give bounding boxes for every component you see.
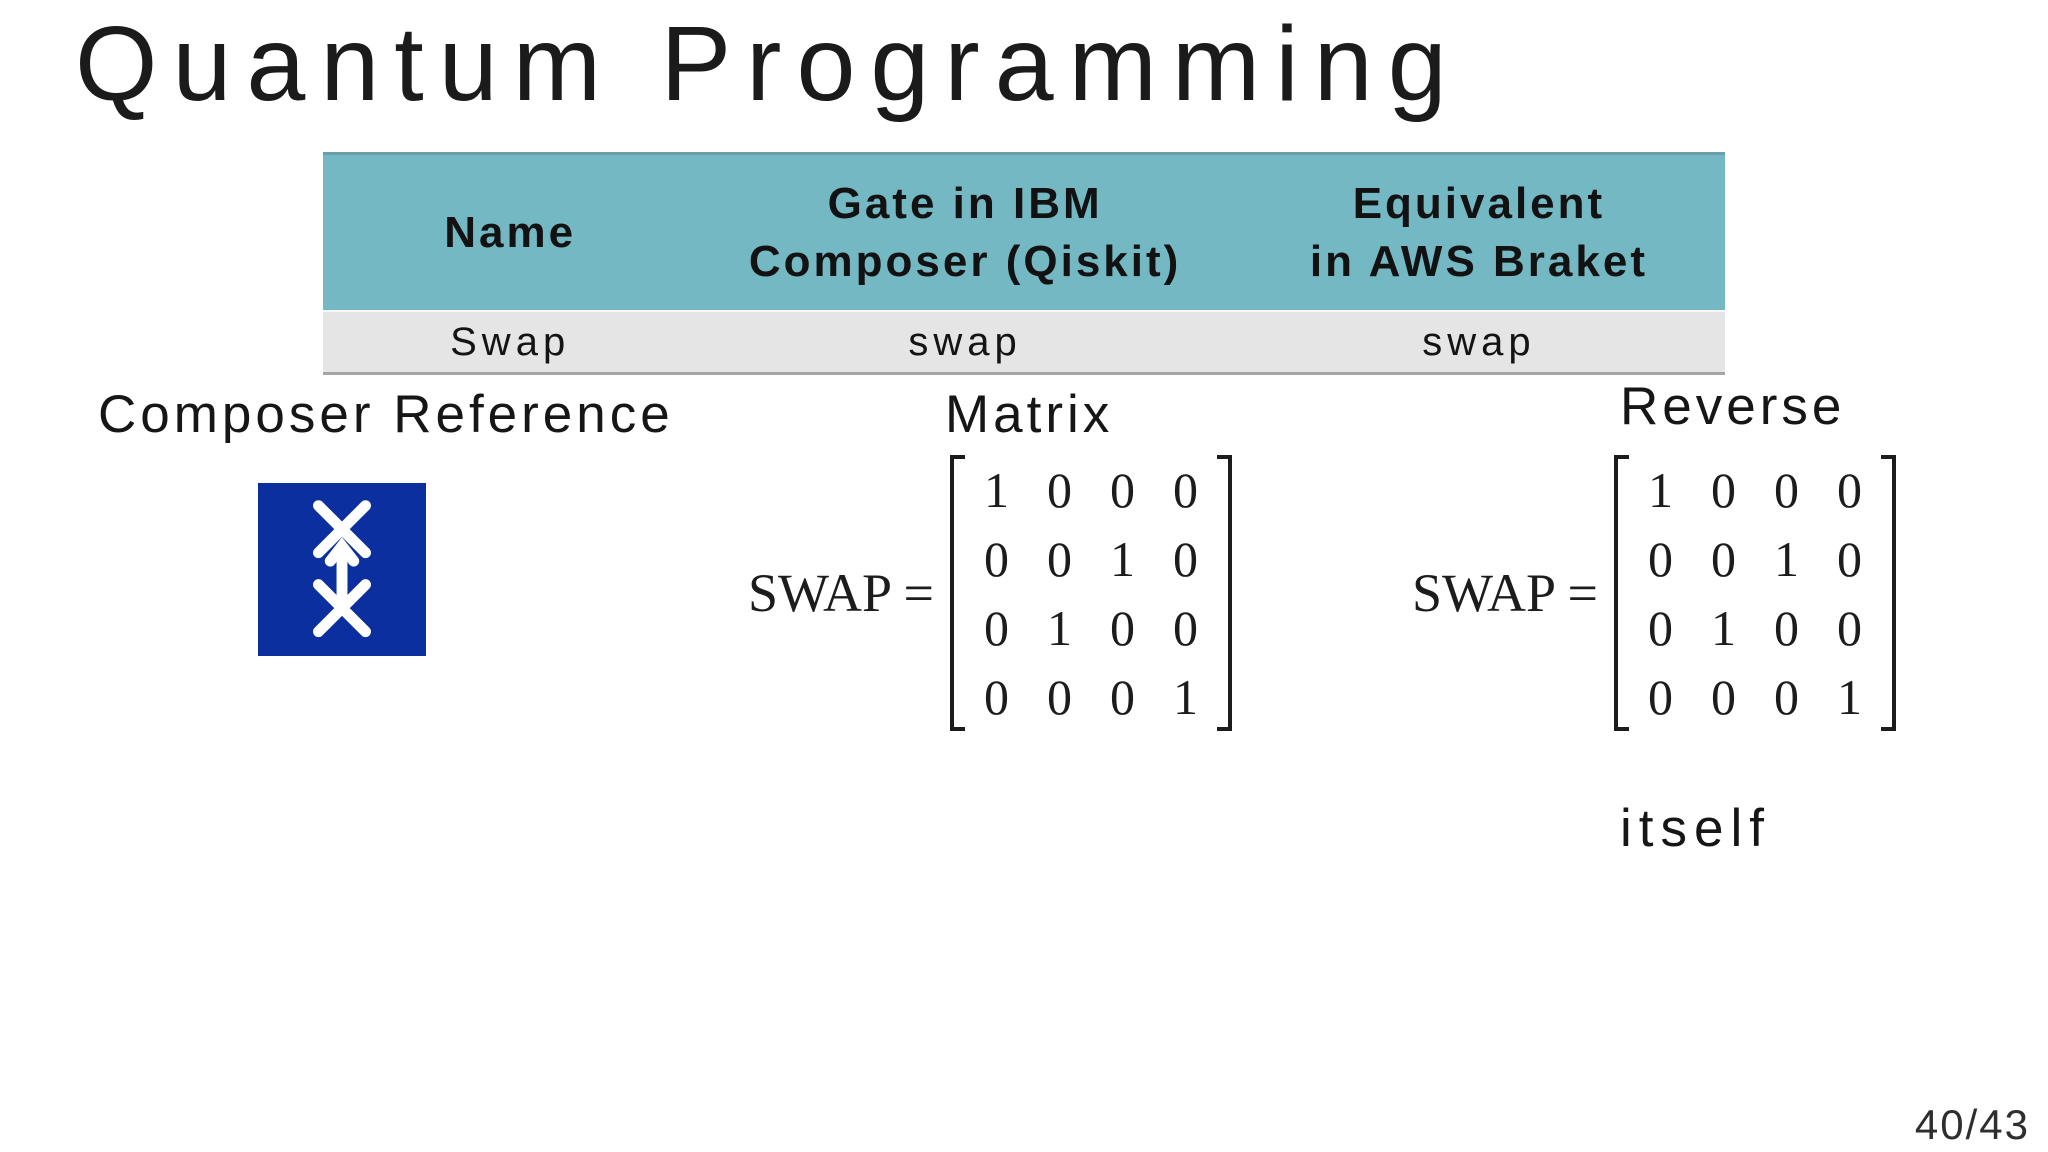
matrix-bracket-left bbox=[950, 455, 965, 731]
matrix-cell: 1 bbox=[1837, 668, 1862, 725]
column-header-name: Name bbox=[444, 207, 577, 257]
swap-gate-icon bbox=[258, 483, 426, 656]
composer-reference-label: Composer Reference bbox=[98, 385, 674, 444]
matrix-cell: 1 bbox=[1047, 599, 1072, 656]
matrix-cell: 1 bbox=[1774, 530, 1799, 587]
page-title: Quantum Programming bbox=[75, 5, 1462, 123]
matrix-bracket-left bbox=[1614, 455, 1629, 731]
matrix-cell: 1 bbox=[1110, 530, 1135, 587]
gate-table: Name Gate in IBM Composer (Qiskit) Equiv… bbox=[323, 152, 1725, 375]
equation-lhs: SWAP = bbox=[1412, 563, 1598, 623]
matrix-cell: 0 bbox=[1173, 461, 1198, 518]
matrix-cell: 0 bbox=[1173, 530, 1198, 587]
page-number: 40/43 bbox=[1914, 1101, 2030, 1148]
matrix-cell: 0 bbox=[1047, 668, 1072, 725]
table-header-row: Name Gate in IBM Composer (Qiskit) Equiv… bbox=[323, 152, 1725, 310]
matrix-cell: 0 bbox=[1774, 599, 1799, 656]
cell-gate-braket: swap bbox=[1422, 319, 1536, 364]
cell-gate-qiskit: swap bbox=[908, 319, 1022, 364]
matrix-cell: 1 bbox=[984, 461, 1009, 518]
matrix-cell: 0 bbox=[984, 668, 1009, 725]
equation-lhs: SWAP = bbox=[748, 563, 934, 623]
matrix-cell: 0 bbox=[1110, 668, 1135, 725]
matrix-grid: 1 0 0 0 0 0 1 0 0 1 0 0 0 0 0 1 bbox=[965, 455, 1217, 731]
matrix-cell: 0 bbox=[1173, 599, 1198, 656]
matrix-cell: 0 bbox=[1837, 599, 1862, 656]
matrix-cell: 0 bbox=[1648, 599, 1673, 656]
matrix-cell: 0 bbox=[1837, 461, 1862, 518]
matrix-cell: 1 bbox=[1711, 599, 1736, 656]
matrix-cell: 0 bbox=[984, 599, 1009, 656]
swap-matrix-equation-reverse: SWAP = 1 0 0 0 0 0 1 0 0 1 0 0 0 0 0 1 bbox=[1412, 455, 1896, 731]
matrix-cell: 0 bbox=[1047, 461, 1072, 518]
matrix-cell: 0 bbox=[1648, 530, 1673, 587]
matrix-cell: 0 bbox=[1110, 461, 1135, 518]
matrix-cell: 0 bbox=[1711, 461, 1736, 518]
matrix-bracket-right bbox=[1881, 455, 1896, 731]
matrix-cell: 0 bbox=[1837, 530, 1862, 587]
matrix-cell: 1 bbox=[1648, 461, 1673, 518]
reverse-label: Reverse bbox=[1620, 377, 1846, 436]
column-header-braket: Equivalent in AWS Braket bbox=[1309, 178, 1648, 286]
reverse-value-label: itself bbox=[1620, 799, 1771, 858]
table-row: Swap swap swap bbox=[323, 310, 1725, 375]
swap-gate-glyph bbox=[313, 500, 371, 638]
cell-gate-name: Swap bbox=[450, 319, 571, 364]
swap-matrix-equation: SWAP = 1 0 0 0 0 0 1 0 0 1 0 0 0 0 0 1 bbox=[748, 455, 1232, 731]
matrix-cell: 0 bbox=[1774, 461, 1799, 518]
matrix-cell: 0 bbox=[1774, 668, 1799, 725]
matrix-cell: 1 bbox=[1173, 668, 1198, 725]
matrix-grid: 1 0 0 0 0 0 1 0 0 1 0 0 0 0 0 1 bbox=[1629, 455, 1881, 731]
matrix-cell: 0 bbox=[1110, 599, 1135, 656]
matrix-label: Matrix bbox=[945, 385, 1114, 444]
column-header-qiskit: Gate in IBM Composer (Qiskit) bbox=[748, 178, 1182, 286]
matrix-cell: 0 bbox=[1711, 668, 1736, 725]
matrix-cell: 0 bbox=[1047, 530, 1072, 587]
matrix-cell: 0 bbox=[984, 530, 1009, 587]
matrix-cell: 0 bbox=[1648, 668, 1673, 725]
matrix-bracket-right bbox=[1217, 455, 1232, 731]
matrix-cell: 0 bbox=[1711, 530, 1736, 587]
